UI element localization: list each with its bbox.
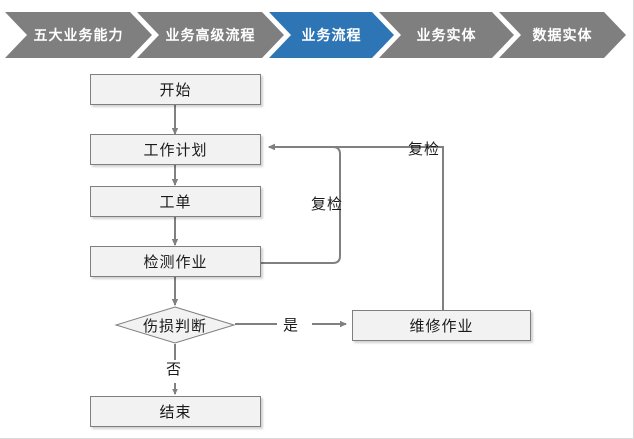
node-start-label: 开始: [159, 82, 192, 99]
breadcrumb-chevron-4[interactable]: [379, 12, 514, 58]
breadcrumb-step-3[interactable]: 业务流程: [291, 12, 372, 58]
breadcrumb-step-5-label: 数据实体: [532, 27, 593, 43]
node-start[interactable]: 开始: [90, 74, 261, 105]
node-repair-label: 维修作业: [409, 318, 474, 335]
breadcrumb-step-2-label: 业务高级流程: [165, 27, 256, 43]
business-process-flowchart: 开始 工作计划 工单 检测作业 伤损判断 维修作业 结束 复检 复检 是 否: [0, 58, 633, 438]
node-work-order[interactable]: 工单: [90, 186, 261, 217]
node-work-order-label: 工单: [159, 194, 192, 211]
breadcrumb-shapes: [5, 12, 626, 58]
node-repair[interactable]: 维修作业: [352, 310, 531, 341]
node-inspection-label: 检测作业: [143, 254, 208, 271]
breadcrumb: 五大业务能力 业务高级流程 业务流程 业务实体 数据实体: [0, 12, 633, 58]
breadcrumb-chevron-1[interactable]: [5, 12, 152, 58]
breadcrumb-step-1[interactable]: 五大业务能力: [27, 12, 130, 58]
node-work-plan[interactable]: 工作计划: [90, 134, 261, 165]
edge-label-recheck-outer: 复检: [408, 141, 441, 158]
node-end-label: 结束: [159, 404, 192, 421]
breadcrumb-step-4[interactable]: 业务实体: [401, 12, 492, 58]
breadcrumb-step-5[interactable]: 数据实体: [521, 12, 604, 58]
breadcrumb-chevron-3[interactable]: [269, 12, 394, 58]
connector-repair-to-workplan-recheck: [268, 143, 444, 310]
breadcrumb-step-1-label: 五大业务能力: [33, 27, 124, 43]
node-decision-shape[interactable]: [114, 306, 236, 344]
node-work-plan-label: 工作计划: [143, 142, 208, 159]
breadcrumb-step-4-label: 业务实体: [416, 27, 477, 43]
edge-label-recheck-inner: 复检: [311, 196, 344, 213]
node-decision-label: 伤损判断: [142, 318, 207, 335]
edge-label-no: 否: [166, 361, 183, 378]
breadcrumb-step-2[interactable]: 业务高级流程: [159, 12, 262, 58]
node-end[interactable]: 结束: [90, 396, 261, 427]
breadcrumb-chevron-5[interactable]: [499, 12, 626, 58]
flowchart-connectors: [114, 105, 444, 395]
node-inspection[interactable]: 检测作业: [90, 246, 261, 277]
edge-label-yes: 是: [283, 317, 300, 334]
breadcrumb-step-3-label: 业务流程: [301, 27, 362, 43]
breadcrumb-chevron-2[interactable]: [137, 12, 284, 58]
